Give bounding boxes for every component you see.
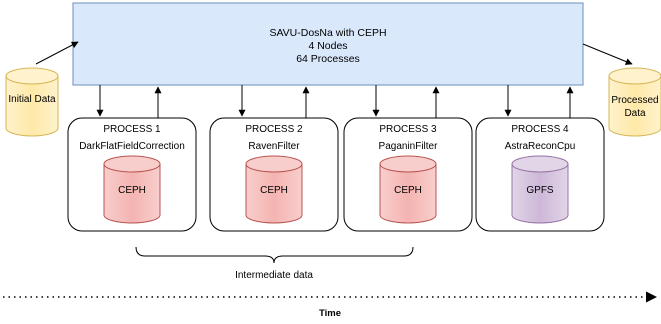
process-2-title: PROCESS 2 — [245, 124, 303, 135]
process-4-name: AstraReconCpu — [504, 141, 576, 152]
processed-data-line2: Data — [624, 108, 646, 119]
process-2-name: RavenFilter — [248, 141, 300, 152]
storage-2-label: CEPH — [260, 185, 288, 196]
storage-cylinder-3 — [379, 155, 437, 224]
cluster-title: SAVU-DosNa with CEPH — [269, 27, 387, 39]
input-arrow — [35, 41, 79, 65]
processed-data-label: Processed Data — [609, 94, 661, 120]
flow-arrows — [96, 85, 574, 118]
process-1-name: DarkFlatFieldCorrection — [79, 141, 185, 152]
process-3-name: PaganinFilter — [378, 141, 438, 152]
process-4-title: PROCESS 4 — [511, 124, 569, 135]
intermediate-brace — [135, 246, 414, 264]
cluster-title-block: SAVU-DosNa with CEPH 4 Nodes 64 Processe… — [73, 27, 583, 66]
storage-3-label: CEPH — [394, 185, 422, 196]
time-label: Time — [318, 308, 341, 319]
savu-cluster-box — [72, 2, 584, 86]
cluster-processes: 64 Processes — [296, 53, 360, 65]
process-3-title: PROCESS 3 — [379, 124, 437, 135]
storage-1-label: CEPH — [118, 185, 146, 196]
initial-data-cylinder — [5, 67, 59, 137]
processed-data-line1: Processed — [611, 95, 659, 106]
storage-cylinder-4 — [511, 155, 569, 224]
output-arrow — [582, 43, 633, 65]
storage-cylinder-2 — [245, 155, 303, 224]
storage-4-label: GPFS — [526, 185, 554, 196]
cluster-nodes: 4 Nodes — [308, 40, 348, 52]
storage-cylinder-1 — [103, 155, 161, 224]
process-1-title: PROCESS 1 — [103, 124, 161, 135]
initial-data-label: Initial Data — [8, 94, 56, 105]
processed-data-cylinder — [608, 67, 661, 137]
intermediate-data-label: Intermediate data — [235, 270, 313, 281]
